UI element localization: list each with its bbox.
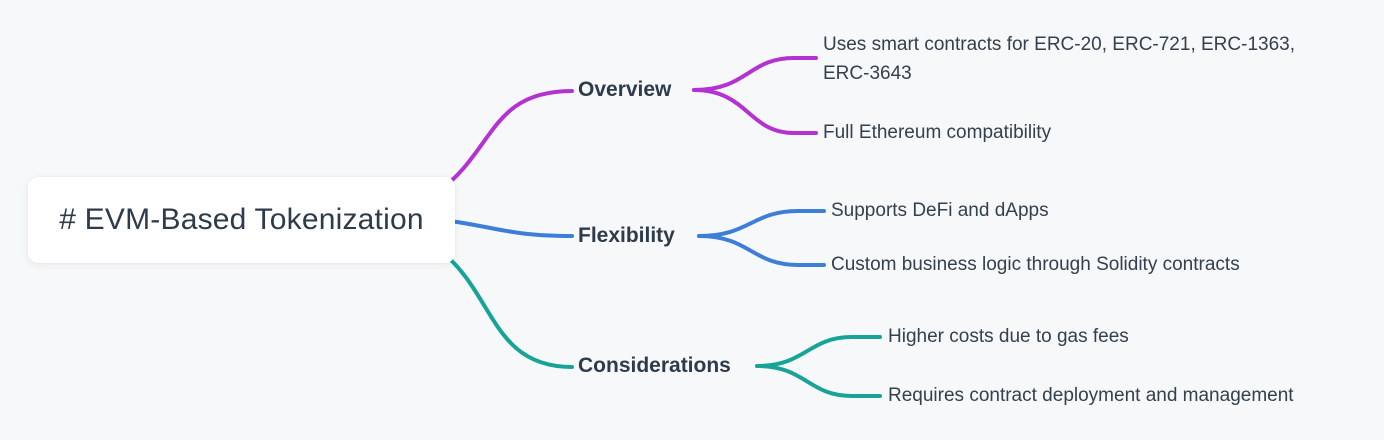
overview-child1-link-path [692, 56, 818, 92]
leaf-node-considerations-deployment[interactable]: Requires contract deployment and managem… [888, 385, 1294, 406]
leaf-node-considerations-gas-fees[interactable]: Higher costs due to gas fees [888, 326, 1129, 347]
root-node[interactable]: # EVM-Based Tokenization [28, 177, 455, 263]
branch-node-overview[interactable]: Overview [578, 78, 672, 101]
branch-node-flexibility[interactable]: Flexibility [578, 224, 675, 247]
branch-node-considerations[interactable]: Considerations [578, 354, 731, 377]
flexibility-child1-link-path [697, 209, 826, 238]
considerations-link-path [436, 247, 574, 369]
leaf-node-flexibility-defi-dapps[interactable]: Supports DeFi and dApps [831, 200, 1049, 221]
leaf-node-overview-ethereum-compatibility[interactable]: Full Ethereum compatibility [823, 122, 1052, 143]
leaf-node-overview-erc-standards[interactable]: Uses smart contracts for ERC-20, ERC-721… [823, 34, 1295, 84]
considerations-child1-link-path [755, 335, 882, 368]
overview-link-path [436, 89, 574, 194]
leaf-node-flexibility-custom-logic[interactable]: Custom business logic through Solidity c… [831, 254, 1240, 275]
root-node-label: # EVM-Based Tokenization [59, 203, 424, 236]
flexibility-link-path [448, 219, 574, 238]
flexibility-child2-link-path [697, 234, 826, 267]
overview-child2-link-path [692, 88, 818, 135]
considerations-child2-link-path [755, 364, 882, 398]
